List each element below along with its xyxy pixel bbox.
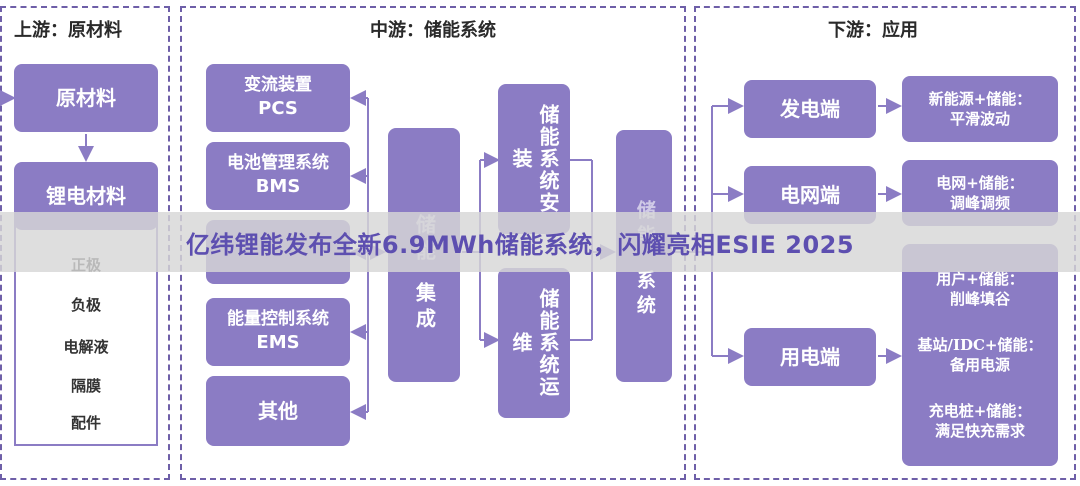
benefit-grid-line1: 电网+储能：: [936, 173, 1024, 192]
bms-abbr: BMS: [255, 176, 301, 198]
component-anode: 负极: [70, 296, 101, 314]
integration-label: 集成: [412, 282, 437, 334]
pcs-label: 变流装置: [244, 75, 312, 96]
benefit-grid-line2: 调峰调频: [949, 194, 1010, 212]
maintain-label: 储能系统运维: [509, 288, 560, 398]
app-grid-label: 电网端: [780, 182, 840, 207]
benefit-idc-line2: 备用电源: [949, 356, 1010, 374]
raw-materials-label: 原材料: [56, 85, 116, 110]
benefit-user: 用户+储能： 削峰填谷: [936, 269, 1024, 310]
benefit-generation-line1: 新能源+储能：: [928, 89, 1032, 108]
bms-box: 电池管理系统 BMS: [206, 142, 350, 210]
benefit-idc-line1: 基站/IDC+储能：: [917, 335, 1043, 354]
headline-banner: 亿纬锂能发布全新6.9MWh储能系统，闪耀亮相ESIE 2025: [0, 212, 1080, 272]
other-box: 其他: [206, 376, 350, 446]
upstream-title: 上游：原材料: [14, 20, 122, 41]
benefit-idc: 基站/IDC+储能： 备用电源: [917, 335, 1042, 376]
component-electrolyte: 电解液: [63, 338, 109, 356]
downstream-title: 下游：应用: [828, 20, 918, 41]
raw-materials-box: 原材料: [14, 64, 158, 132]
benefit-consumption-box: 用户+储能： 削峰填谷 基站/IDC+储能： 备用电源 充电桩+储能： 满足快充…: [902, 244, 1058, 466]
component-separator: 隔膜: [70, 377, 101, 395]
ems-label: 能量控制系统: [227, 309, 329, 330]
benefit-user-line2: 削峰填谷: [949, 290, 1010, 308]
benefit-charging-line1: 充电桩+储能：: [928, 401, 1032, 420]
storage-system-label: 系统: [633, 270, 656, 320]
benefit-generation-line2: 平滑波动: [949, 110, 1010, 128]
pcs-abbr: PCS: [258, 98, 298, 120]
ems-abbr: EMS: [256, 332, 300, 354]
component-accessories: 配件: [70, 414, 101, 432]
benefit-charging: 充电桩+储能： 满足快充需求: [929, 401, 1032, 442]
headline-text: 亿纬锂能发布全新6.9MWh储能系统，闪耀亮相ESIE 2025: [185, 230, 855, 259]
other-label: 其他: [258, 398, 298, 423]
lithium-materials-label: 锂电材料: [46, 183, 126, 208]
app-generation-label: 发电端: [780, 96, 840, 121]
app-consumption-box: 用电端: [744, 328, 876, 386]
app-consumption-label: 用电端: [780, 344, 840, 369]
install-label: 储能系统安装: [509, 104, 560, 214]
benefit-generation-box: 新能源+储能： 平滑波动: [902, 76, 1058, 142]
benefit-charging-line2: 满足快充需求: [934, 422, 1025, 440]
bms-label: 电池管理系统: [227, 153, 329, 174]
midstream-title: 中游：储能系统: [370, 20, 496, 41]
app-generation-box: 发电端: [744, 80, 876, 138]
benefit-user-line1: 用户+储能：: [936, 269, 1024, 288]
maintain-box: 储能系统运维: [498, 268, 570, 418]
pcs-box: 变流装置 PCS: [206, 64, 350, 132]
install-box: 储能系统安装: [498, 84, 570, 234]
ems-box: 能量控制系统 EMS: [206, 298, 350, 366]
